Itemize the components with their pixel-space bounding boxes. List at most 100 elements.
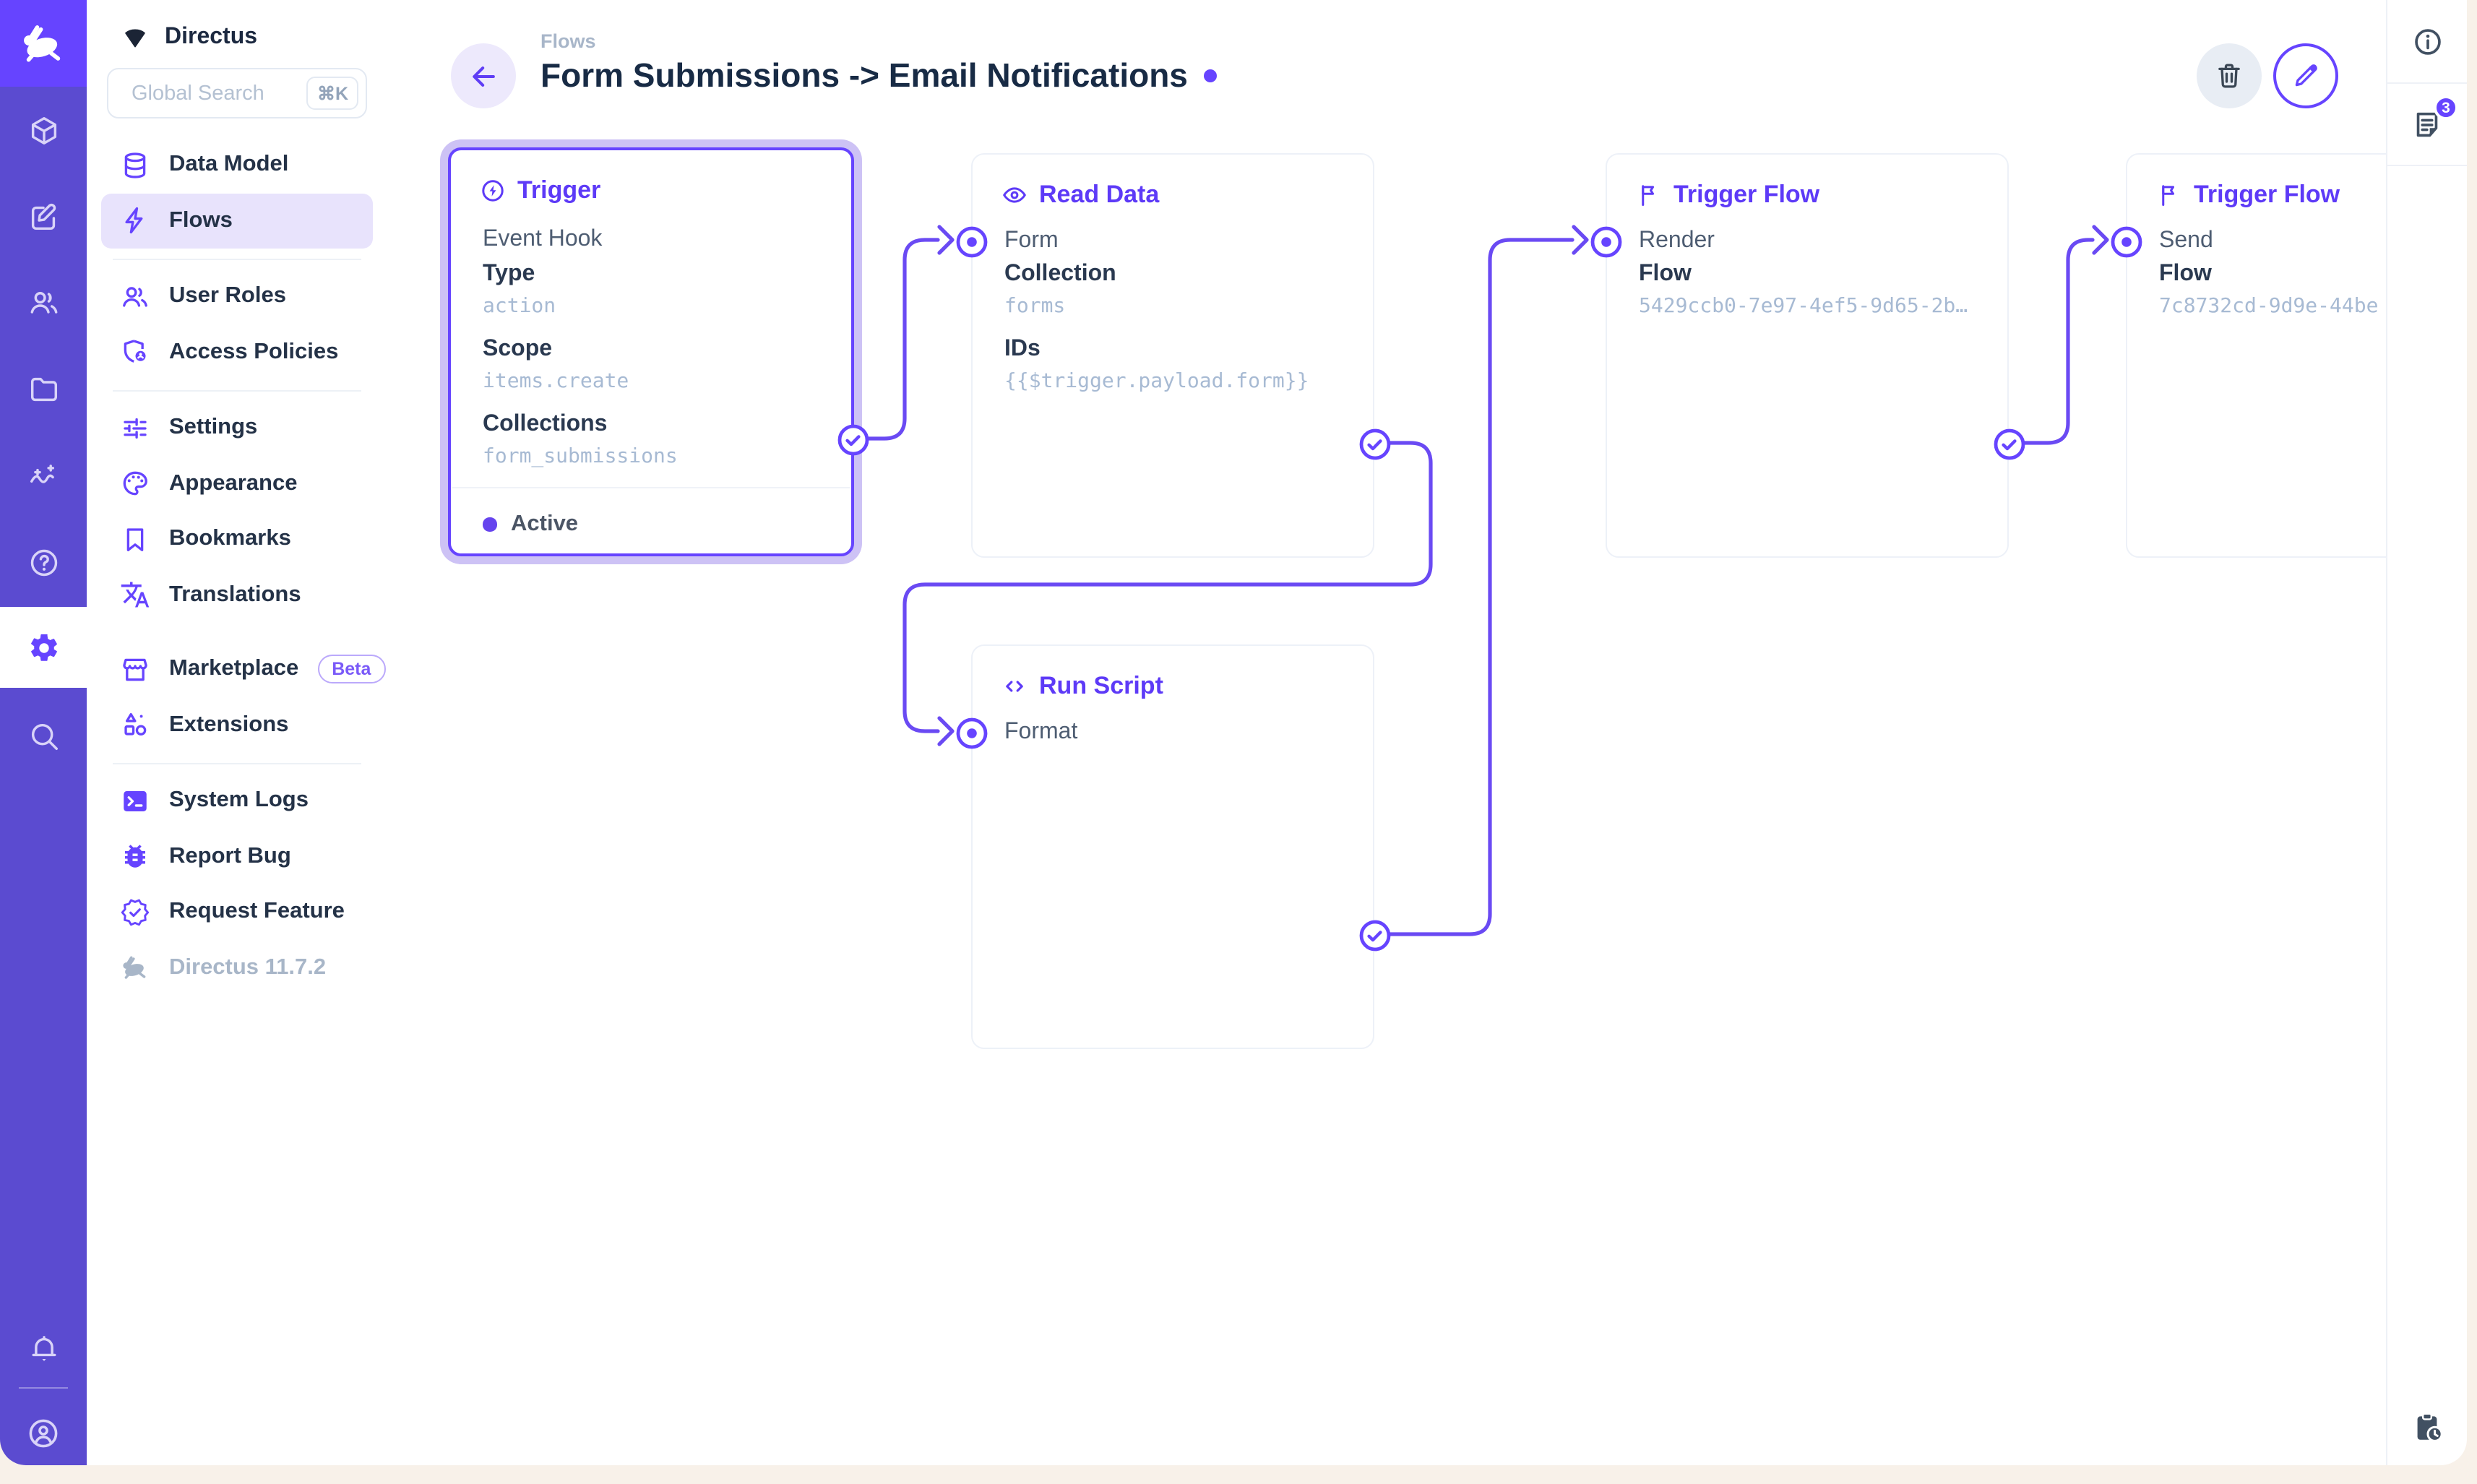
bug-icon bbox=[120, 842, 150, 872]
search-input[interactable] bbox=[129, 80, 307, 106]
connector-input[interactable] bbox=[955, 225, 988, 258]
palette-icon bbox=[120, 469, 150, 499]
info-icon bbox=[2414, 28, 2440, 54]
sidebar-item-label: Data Model bbox=[169, 152, 289, 177]
field-value: form_submissions bbox=[483, 445, 678, 468]
node-title: Read Data bbox=[1039, 181, 1160, 208]
connector-input[interactable] bbox=[2109, 225, 2142, 258]
module-users[interactable] bbox=[0, 262, 87, 342]
notifications-button[interactable] bbox=[0, 1308, 87, 1389]
connector-input[interactable] bbox=[955, 716, 988, 749]
connector-input[interactable] bbox=[1589, 225, 1622, 258]
connection-trigger-to-read-data bbox=[849, 238, 940, 441]
sidebar-item-extensions[interactable]: Extensions bbox=[101, 697, 373, 753]
sidebar-item-access-policies[interactable]: Access Policies bbox=[101, 324, 373, 380]
module-search[interactable] bbox=[0, 695, 87, 776]
sidebar-item-data-model[interactable]: Data Model bbox=[101, 137, 373, 193]
node-header: Read Data bbox=[1001, 181, 1159, 210]
connection-arrowhead bbox=[2092, 225, 2109, 255]
shield-user-icon bbox=[120, 337, 150, 368]
module-files[interactable] bbox=[0, 348, 87, 429]
notices-button[interactable]: 3 bbox=[2387, 84, 2467, 166]
module-help[interactable] bbox=[0, 522, 87, 603]
project-logo-icon bbox=[125, 29, 145, 48]
nav-list: Data Model Flows User Roles Access Polic… bbox=[87, 118, 387, 996]
field-label: Collection bbox=[1004, 262, 1116, 286]
sidebar-item-flows[interactable]: Flows bbox=[101, 193, 373, 249]
unsaved-dot bbox=[1203, 69, 1217, 82]
breadcrumb[interactable]: Flows bbox=[540, 30, 596, 52]
sidebar-item-settings[interactable]: Settings bbox=[101, 400, 373, 456]
back-button[interactable] bbox=[451, 43, 516, 108]
flow-node-trigger[interactable]: Trigger Event Hook Type action Scope ite… bbox=[448, 147, 869, 556]
field-label: Collections bbox=[483, 412, 608, 436]
eye-icon bbox=[1001, 182, 1028, 208]
flow-canvas-area: Flows Form Submissions -> Email Notifica… bbox=[387, 0, 2386, 1465]
bookmark-icon bbox=[120, 525, 150, 555]
sidebar-item-system-logs[interactable]: System Logs bbox=[101, 773, 373, 829]
flow-node-run-script[interactable]: Run Script Format bbox=[955, 644, 1390, 1049]
node-header: Trigger bbox=[480, 176, 600, 205]
flag-icon bbox=[1636, 182, 1662, 208]
sidebar-item-bookmarks[interactable]: Bookmarks bbox=[101, 512, 373, 567]
field-label: Type bbox=[483, 262, 535, 286]
field-value: items.create bbox=[483, 370, 629, 393]
module-settings[interactable] bbox=[0, 607, 87, 688]
node-divider bbox=[452, 487, 850, 488]
global-search[interactable]: ⌘K bbox=[107, 68, 367, 118]
connector-output-resolve[interactable] bbox=[836, 423, 869, 457]
connector-output-resolve[interactable] bbox=[1358, 919, 1391, 952]
bolt-circle-icon bbox=[480, 178, 506, 204]
bolt-icon bbox=[120, 206, 150, 236]
module-insights[interactable] bbox=[0, 435, 87, 516]
beta-badge: Beta bbox=[317, 655, 386, 684]
activity-log-button[interactable] bbox=[2387, 1410, 2467, 1445]
connection-arrowhead bbox=[937, 716, 955, 746]
operation-key: Send bbox=[2159, 228, 2213, 253]
connection-render-to-send bbox=[2007, 238, 2095, 445]
pencil-square-icon bbox=[30, 202, 56, 230]
sidebar-item-report-bug[interactable]: Report Bug bbox=[101, 829, 373, 884]
sidebar-item-translations[interactable]: Translations bbox=[101, 567, 373, 623]
flow-node-trigger-flow-send[interactable]: Trigger Flow Send Flow 7c8732cd-9d9e-44b… bbox=[2110, 153, 2386, 558]
sidebar-item-label: Bookmarks bbox=[169, 526, 291, 551]
sidebar-item-marketplace[interactable]: Marketplace Beta bbox=[101, 642, 386, 697]
right-sidebar: 3 bbox=[2386, 0, 2467, 1465]
directus-logo[interactable] bbox=[0, 0, 87, 87]
sidebar-item-label: System Logs bbox=[169, 788, 309, 813]
connector-output-resolve[interactable] bbox=[1358, 428, 1391, 461]
folder-icon bbox=[30, 376, 57, 401]
sidebar-item-user-roles[interactable]: User Roles bbox=[101, 269, 373, 324]
user-avatar-icon bbox=[29, 1419, 58, 1448]
module-editor[interactable] bbox=[0, 176, 87, 257]
sidebar-item-label: Access Policies bbox=[169, 339, 339, 364]
flag-icon bbox=[2156, 182, 2182, 208]
sidebar-item-label: Request Feature bbox=[169, 899, 345, 924]
sidebar-item-appearance[interactable]: Appearance bbox=[101, 456, 373, 512]
shapes-icon bbox=[120, 710, 150, 741]
search-shortcut: ⌘K bbox=[306, 77, 358, 110]
info-button[interactable] bbox=[2387, 0, 2467, 84]
badge-check-icon bbox=[120, 897, 150, 928]
node-title: Trigger bbox=[517, 176, 601, 204]
field-label: Scope bbox=[483, 337, 553, 361]
sidebar-item-request-feature[interactable]: Request Feature bbox=[101, 884, 373, 940]
bell-icon bbox=[31, 1335, 56, 1360]
rail-divider bbox=[19, 1387, 68, 1389]
flow-node-trigger-flow-render[interactable]: Trigger Flow Render Flow 5429ccb0-7e97-4… bbox=[1590, 153, 2025, 558]
module-content[interactable] bbox=[0, 90, 87, 171]
field-label: IDs bbox=[1004, 337, 1041, 361]
connector-output-resolve[interactable] bbox=[1992, 428, 2025, 461]
edit-flow-button[interactable] bbox=[2273, 43, 2338, 108]
delete-flow-button[interactable] bbox=[2197, 43, 2262, 108]
connection-arrowhead bbox=[937, 225, 955, 255]
user-menu-button[interactable] bbox=[0, 1393, 87, 1474]
rabbit-version-icon bbox=[120, 953, 150, 983]
flow-node-read-data[interactable]: Read Data Form Collection forms IDs {{$t… bbox=[955, 153, 1390, 558]
terminal-icon bbox=[120, 786, 150, 816]
field-value: forms bbox=[1004, 295, 1066, 318]
node-title: Trigger Flow bbox=[2194, 181, 2340, 208]
field-label: Flow bbox=[1639, 262, 1692, 286]
project-header[interactable]: Directus bbox=[87, 0, 387, 51]
